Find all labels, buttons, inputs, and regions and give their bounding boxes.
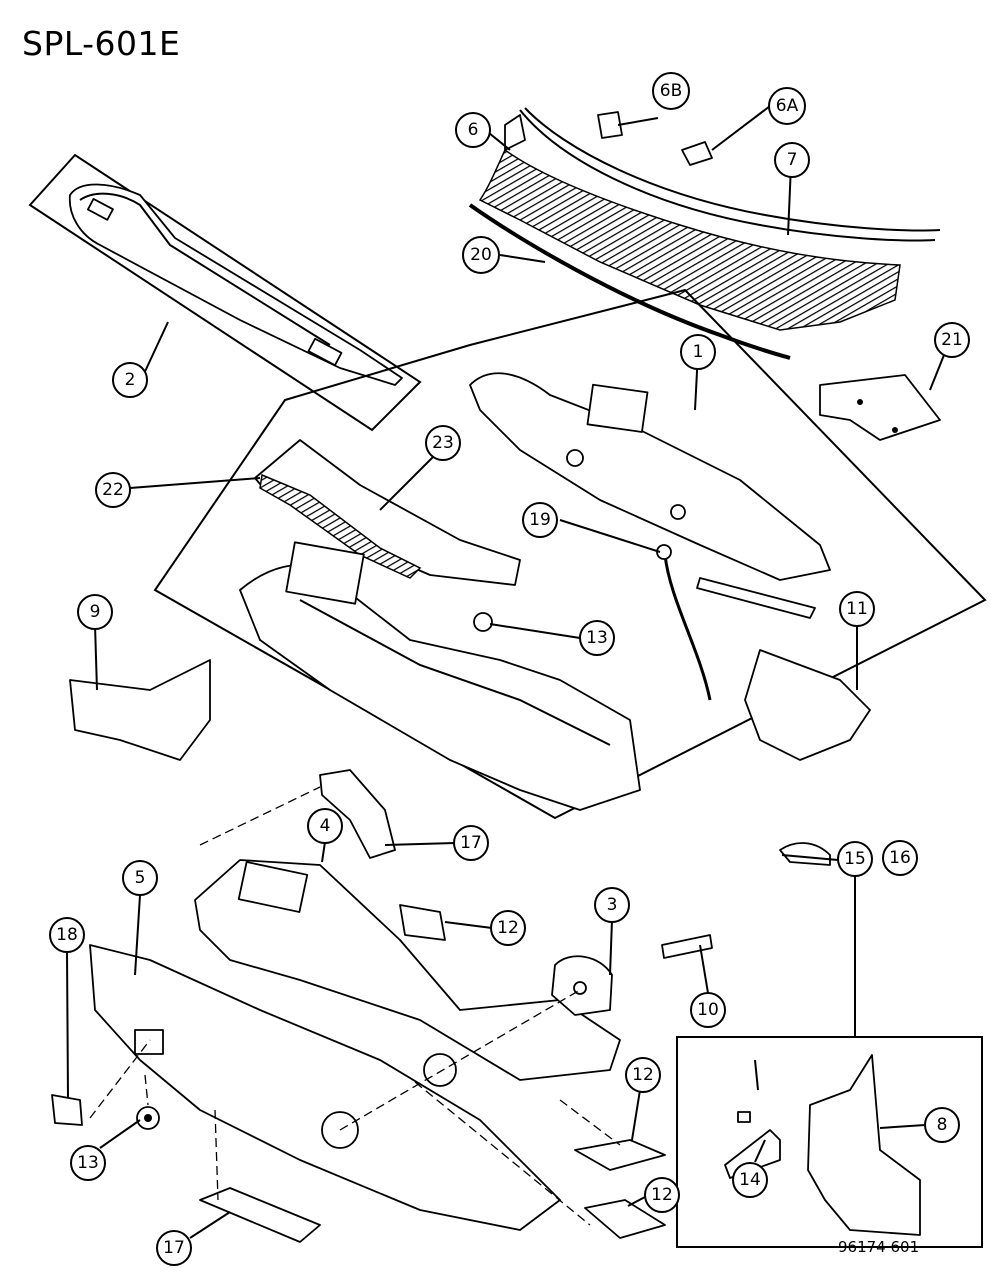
- callout-19: 19: [522, 502, 558, 538]
- callout-17-b: 17: [156, 1230, 192, 1266]
- svg-text:7: 7: [787, 150, 798, 170]
- part-1-frame: [153, 288, 987, 820]
- callout-2: 2: [112, 362, 148, 398]
- svg-text:8: 8: [937, 1115, 948, 1135]
- callout-9: 9: [77, 594, 113, 630]
- callout-18: 18: [49, 917, 85, 953]
- part-9-bracket: [69, 659, 211, 761]
- svg-text:9: 9: [90, 602, 101, 622]
- leader-lines: [66, 105, 951, 1239]
- part-1-plenum: [469, 372, 831, 581]
- svg-text:3: 3: [607, 895, 618, 915]
- callout-16b: 16: [882, 840, 918, 876]
- part-4-silencer: [194, 859, 621, 1081]
- callout-3: 3: [594, 887, 630, 923]
- callout-13-a: 13: [579, 620, 615, 656]
- part-6b-clip: [597, 111, 623, 139]
- svg-text:12: 12: [651, 1185, 673, 1205]
- svg-text:15: 15: [844, 849, 866, 869]
- callout-14: 14: [732, 1162, 768, 1198]
- part-21-pad: [819, 374, 941, 441]
- svg-text:11: 11: [846, 599, 868, 619]
- callout-6: 6: [455, 112, 491, 148]
- part-20-seal: [468, 203, 791, 360]
- svg-text:22: 22: [102, 480, 124, 500]
- part-16-pad: [779, 842, 831, 866]
- svg-text:18: 18: [56, 925, 78, 945]
- svg-text:4: 4: [320, 816, 331, 836]
- callout-7: 7: [774, 142, 810, 178]
- part-6-cowl-grille: [478, 148, 901, 331]
- svg-text:5: 5: [135, 868, 146, 888]
- svg-text:13: 13: [586, 628, 608, 648]
- part-7-weatherstrip: [519, 109, 936, 242]
- svg-text:10: 10: [697, 1000, 719, 1020]
- callout-23: 23: [425, 425, 461, 461]
- svg-text:6: 6: [468, 120, 479, 140]
- part-17-upper: [319, 769, 396, 859]
- svg-text:6B: 6B: [660, 81, 682, 101]
- svg-text:20: 20: [470, 245, 492, 265]
- diagram-title: SPL-601E: [22, 24, 181, 63]
- callout-12-a: 12: [490, 910, 526, 946]
- callout-10: 10: [690, 992, 726, 1028]
- part-2-cowl-top: [68, 183, 403, 386]
- part-6a-clip: [681, 141, 713, 166]
- svg-text:21: 21: [941, 330, 963, 350]
- svg-text:17: 17: [460, 833, 482, 853]
- callout-12-b: 12: [625, 1057, 661, 1093]
- callout-6b: 6B: [652, 72, 690, 110]
- part-22-23-panel: [254, 439, 521, 586]
- svg-text:17: 17: [163, 1238, 185, 1258]
- part-12-pad-c: [584, 1199, 666, 1239]
- callout-13-b: 13: [70, 1145, 106, 1181]
- callout-12-c: 12: [644, 1177, 680, 1213]
- callout-6a: 6A: [768, 87, 806, 125]
- svg-text:6A: 6A: [776, 96, 799, 116]
- callout-15: 15: [837, 841, 873, 877]
- part-12-pad-b: [574, 1139, 666, 1171]
- part-19-hose: [663, 554, 712, 701]
- svg-text:12: 12: [632, 1065, 654, 1085]
- callout-17-a: 17: [453, 825, 489, 861]
- callout-5: 5: [122, 860, 158, 896]
- callout-11: 11: [839, 591, 875, 627]
- part-13-grommet-upper: [473, 612, 493, 632]
- part-8-spring: [754, 1059, 759, 1091]
- callout-20: 20: [462, 236, 500, 274]
- svg-text:14: 14: [739, 1170, 761, 1190]
- cowl-grille-group: [468, 107, 941, 360]
- svg-text:23: 23: [432, 433, 454, 453]
- callout-8: 8: [924, 1107, 960, 1143]
- part-2-frame: [28, 153, 422, 432]
- callout-1: 1: [680, 334, 716, 370]
- svg-text:2: 2: [125, 370, 136, 390]
- part-18-pad: [51, 1094, 83, 1126]
- callout-4: 4: [307, 808, 343, 844]
- part-8-panel: [807, 1054, 921, 1236]
- part-12-pad-a: [399, 904, 446, 941]
- svg-text:1: 1: [693, 342, 704, 362]
- part-5-dash-silencer: [89, 944, 561, 1231]
- svg-text:16: 16: [889, 848, 911, 868]
- part-10-strip: [661, 934, 713, 959]
- svg-text:19: 19: [529, 510, 551, 530]
- silencer-assembly: [89, 859, 621, 1231]
- dash-tray: [239, 541, 641, 811]
- part-11-bracket: [744, 649, 871, 761]
- svg-text:13: 13: [77, 1153, 99, 1173]
- svg-text:12: 12: [497, 918, 519, 938]
- part-17-lower: [199, 1187, 321, 1243]
- callout-22: 22: [95, 472, 131, 508]
- callout-21: 21: [934, 322, 970, 358]
